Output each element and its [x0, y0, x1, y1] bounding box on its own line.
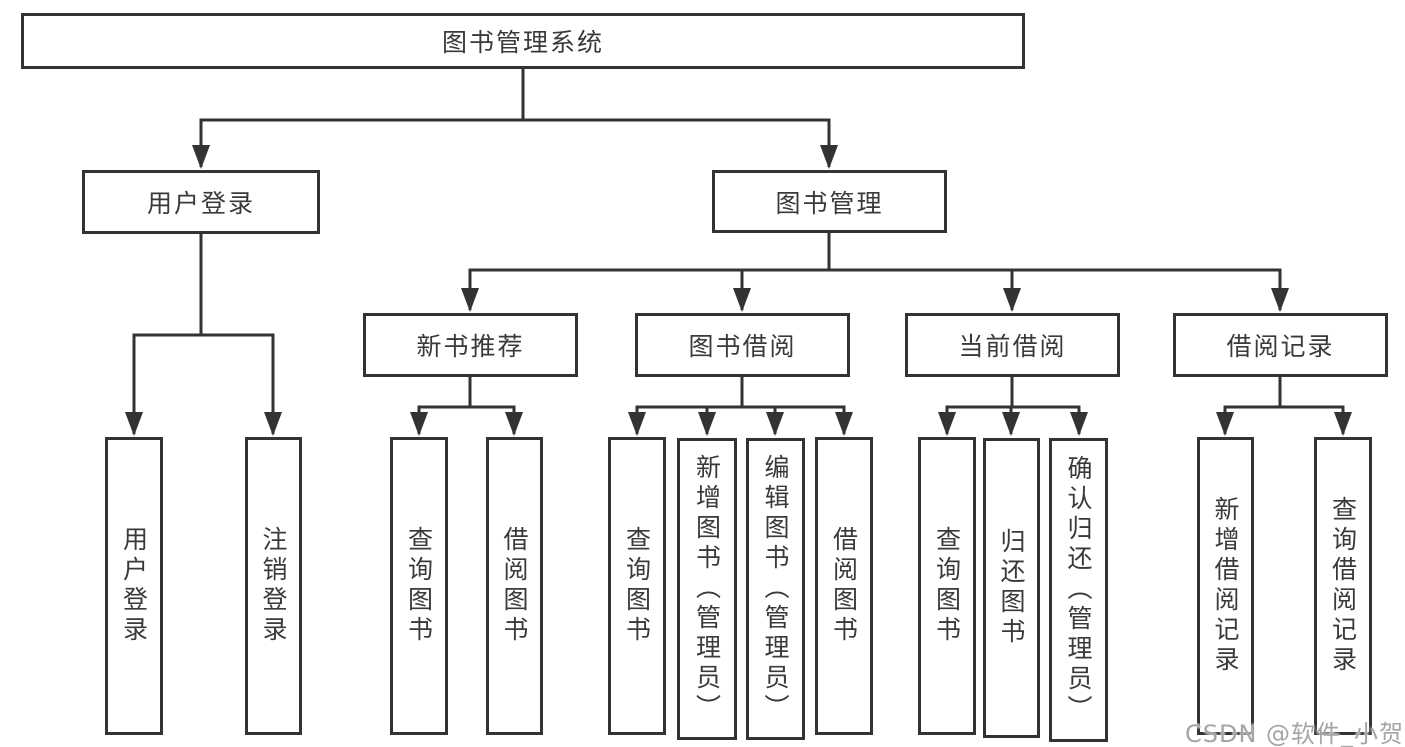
- node-borrowing-records: 借阅记录: [1173, 313, 1388, 377]
- leaf-logout: 注销登录: [245, 437, 302, 735]
- leaf-query-books-borrowing: 查询图书: [608, 437, 666, 735]
- node-current-borrowing: 当前借阅: [905, 313, 1120, 377]
- node-book-borrowing: 图书借阅: [635, 313, 850, 377]
- leaf-add-books-admin: 新增图书（管理员）: [677, 438, 737, 740]
- node-book-management: 图书管理: [712, 170, 947, 233]
- leaf-confirm-return-admin: 确认归还（管理员）: [1049, 438, 1108, 742]
- leaf-query-books-recommend: 查询图书: [390, 437, 448, 735]
- csdn-watermark: CSDN @软件_小贺同学: [1185, 720, 1405, 747]
- node-user-login: 用户登录: [82, 170, 320, 234]
- leaf-borrow-books-recommend: 借阅图书: [486, 437, 543, 735]
- leaf-return-books: 归还图书: [983, 438, 1040, 738]
- leaf-edit-books-admin: 编辑图书（管理员）: [746, 438, 805, 740]
- leaf-query-books-current: 查询图书: [918, 437, 976, 735]
- node-new-book-recommend: 新书推荐: [363, 313, 578, 377]
- leaf-user-login: 用户登录: [105, 437, 163, 735]
- node-root-system: 图书管理系统: [21, 13, 1025, 69]
- leaf-add-borrow-record: 新增借阅记录: [1197, 437, 1254, 735]
- leaf-borrow-books: 借阅图书: [815, 437, 873, 735]
- leaf-query-borrow-record: 查询借阅记录: [1314, 437, 1372, 735]
